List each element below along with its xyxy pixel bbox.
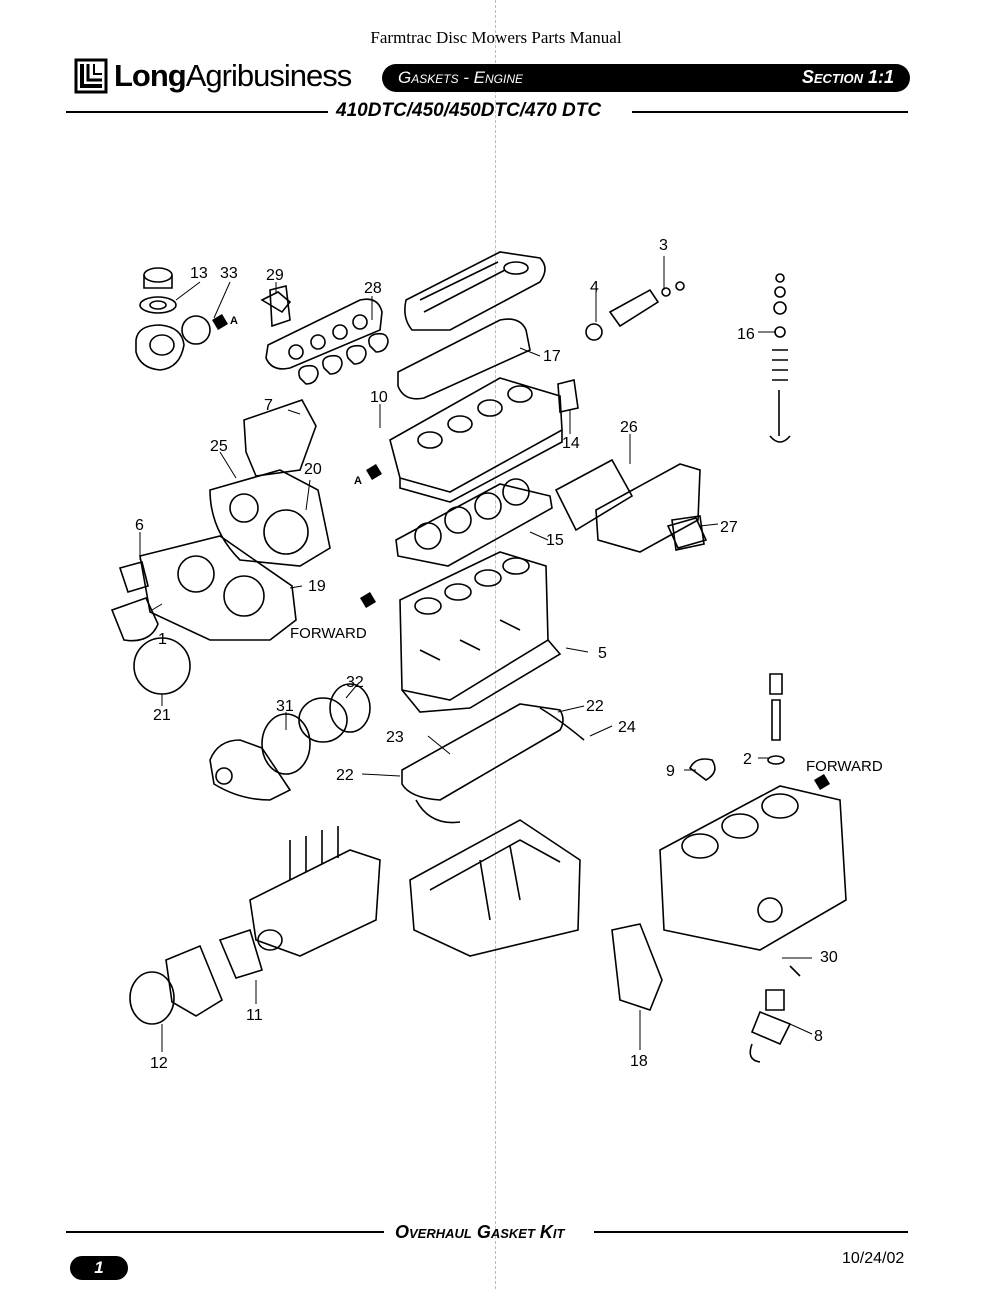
gasket-29-part (269, 285, 291, 328)
timing-cover-part (139, 469, 331, 641)
arrow-a-label: A (354, 475, 362, 487)
leader-lines (139, 256, 813, 1052)
engine-block-part (399, 551, 562, 713)
gasket-6-part (118, 561, 149, 593)
footer-title: Overhaul Gasket Kit (395, 1222, 565, 1242)
valve-cover-part (404, 251, 546, 331)
callout-3: 3 (659, 237, 668, 254)
intake-manifold-part (554, 458, 708, 553)
callout-8: 8 (814, 1028, 823, 1045)
callout-29: 29 (266, 267, 284, 284)
water-pump-part (209, 683, 371, 801)
section-banner: Gaskets - Engine Section 1:1 (382, 64, 910, 92)
gasket-9-part (688, 758, 716, 781)
footer-rule-right (594, 1231, 908, 1233)
callout-16: 16 (737, 326, 755, 343)
manual-title: Farmtrac Disc Mowers Parts Manual (370, 28, 622, 47)
callout-25: 25 (210, 438, 228, 455)
arrow-a-label: A (230, 315, 238, 327)
footer-rule-left (66, 1231, 384, 1233)
oil-pan-gasket-part (401, 703, 585, 824)
gasket-11-part (218, 928, 263, 979)
oil-strainer-part (749, 989, 792, 1063)
gear-cover-part (165, 944, 223, 1017)
callout-28: 28 (364, 280, 382, 297)
logo-mark-icon (74, 58, 108, 94)
callout-15: 15 (546, 532, 564, 549)
oring-12-part (129, 971, 175, 1025)
water-pump-plate-part (243, 399, 317, 477)
callout-2: 2 (743, 751, 752, 768)
callout-14: 14 (562, 435, 580, 452)
relief-valve-part (767, 673, 785, 765)
callout-32: 32 (346, 674, 364, 691)
oil-pan-part (409, 819, 581, 957)
arrow-a-icon (366, 464, 382, 480)
gasket-14-part (557, 379, 579, 413)
callout-18: 18 (630, 1053, 648, 1070)
callout-10: 10 (370, 389, 388, 406)
brand-logo: LongAgribusiness (72, 58, 352, 94)
gasket-27-part (671, 515, 705, 551)
injector-part (585, 281, 685, 341)
callout-1: 1 (158, 631, 167, 648)
callout-12: 12 (150, 1055, 168, 1072)
header-rule-left (66, 111, 328, 113)
callout-20: 20 (304, 461, 322, 478)
callout-6: 6 (135, 517, 144, 534)
callout-22-left: 22 (336, 767, 354, 784)
callout-13: 13 (190, 265, 208, 282)
callout-22-right: 22 (586, 698, 604, 715)
gasket-1-part (110, 597, 159, 642)
arrow-a-icon (212, 314, 228, 330)
brand-bold: Long (114, 58, 187, 93)
callout-numbers: 1 2 3 4 5 6 7 8 9 10 11 12 13 14 15 16 1… (135, 237, 838, 1072)
page-number: 1 (70, 1256, 128, 1280)
forward-label-right: FORWARD (806, 758, 883, 775)
model-list: 410DTC/450/450DTC/470 DTC (336, 100, 602, 121)
callout-5: 5 (598, 645, 607, 662)
header-rule-right (632, 111, 908, 113)
callout-21: 21 (153, 707, 171, 724)
thermostat-housing-part (135, 267, 211, 371)
revision-date: 10/24/02 (842, 1250, 905, 1267)
valve-part (769, 273, 791, 443)
exhaust-manifold-part (260, 291, 389, 385)
callout-24: 24 (618, 719, 636, 736)
callout-17: 17 (543, 348, 561, 365)
callout-7: 7 (264, 397, 273, 414)
forward-arrow-icon (360, 592, 376, 608)
callout-4: 4 (590, 279, 599, 296)
brand-rest: Agribusiness (185, 58, 352, 93)
callout-23: 23 (386, 729, 404, 746)
direction-arrows (212, 314, 830, 790)
injection-pump-part (249, 826, 381, 957)
callout-11: 11 (246, 1007, 263, 1024)
callout-31: 31 (276, 698, 294, 715)
head-gasket-part (395, 478, 553, 567)
brand-name: LongAgribusiness (114, 58, 352, 94)
section-name: Gaskets - Engine (398, 68, 524, 87)
page-fold-line (495, 0, 496, 1289)
gasket-18-part (611, 923, 663, 1011)
forward-label-left: FORWARD (290, 625, 367, 642)
callout-9: 9 (666, 763, 675, 780)
diagram-labels: FORWARD FORWARD A A (230, 315, 883, 775)
callout-27: 27 (720, 519, 738, 536)
small-engine-block-part (659, 785, 847, 951)
callout-33: 33 (220, 265, 238, 282)
bolt-30-part (789, 965, 801, 977)
forward-arrow-icon (814, 774, 830, 790)
section-number: Section 1:1 (801, 67, 894, 87)
valve-cover-gasket-part (397, 318, 531, 400)
diagram-drawing (110, 251, 847, 1063)
cylinder-head-part (389, 377, 563, 503)
callout-19: 19 (308, 578, 326, 595)
callout-26: 26 (620, 419, 638, 436)
callout-30: 30 (820, 949, 838, 966)
